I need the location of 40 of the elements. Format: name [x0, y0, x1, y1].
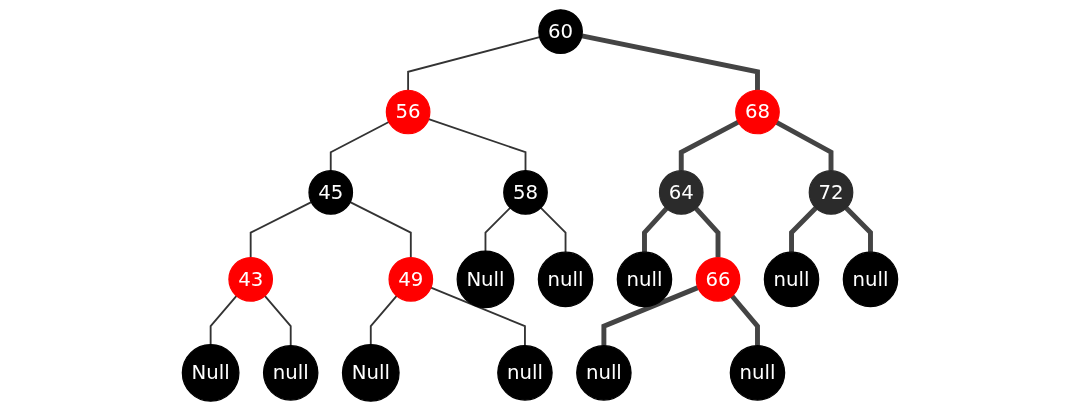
connector: [678, 119, 740, 171]
node-circle: null: [842, 251, 899, 308]
node-circle: null: [616, 251, 673, 308]
node-circle: 49: [388, 257, 434, 302]
node-circle: 64: [658, 170, 704, 215]
node-circle: null: [497, 345, 553, 401]
connector: [730, 294, 760, 346]
node-circle: 56: [385, 89, 431, 135]
connector: [789, 206, 818, 253]
connector: [539, 206, 567, 254]
node-circle: 58: [503, 170, 548, 215]
connector: [263, 294, 292, 347]
node-circle: null: [576, 345, 632, 401]
node-circle: null: [262, 345, 319, 401]
node-circle: null: [763, 251, 820, 308]
node-circle: 66: [695, 257, 741, 302]
node-circle: 45: [308, 170, 354, 215]
connector: [601, 285, 699, 346]
node-circle: 60: [538, 9, 583, 54]
connector: [694, 206, 721, 258]
node-circle: null: [537, 251, 594, 308]
connector: [249, 201, 313, 259]
connector: [427, 118, 527, 172]
connector: [844, 206, 873, 253]
connector: [349, 201, 412, 259]
connector: [369, 294, 398, 346]
node-circle: 68: [735, 89, 780, 135]
connector: [775, 120, 834, 171]
node-circle: null: [729, 345, 786, 401]
node-circle: Null: [456, 250, 515, 309]
connector: [329, 121, 390, 172]
node-circle: Null: [341, 343, 400, 402]
connector: [209, 294, 238, 346]
connector: [581, 33, 760, 91]
connector: [484, 206, 512, 252]
node-circle: 43: [228, 257, 274, 302]
node-circle: 72: [808, 170, 854, 215]
connector: [430, 286, 526, 347]
connector: [642, 206, 669, 253]
node-circle: Null: [181, 343, 240, 402]
